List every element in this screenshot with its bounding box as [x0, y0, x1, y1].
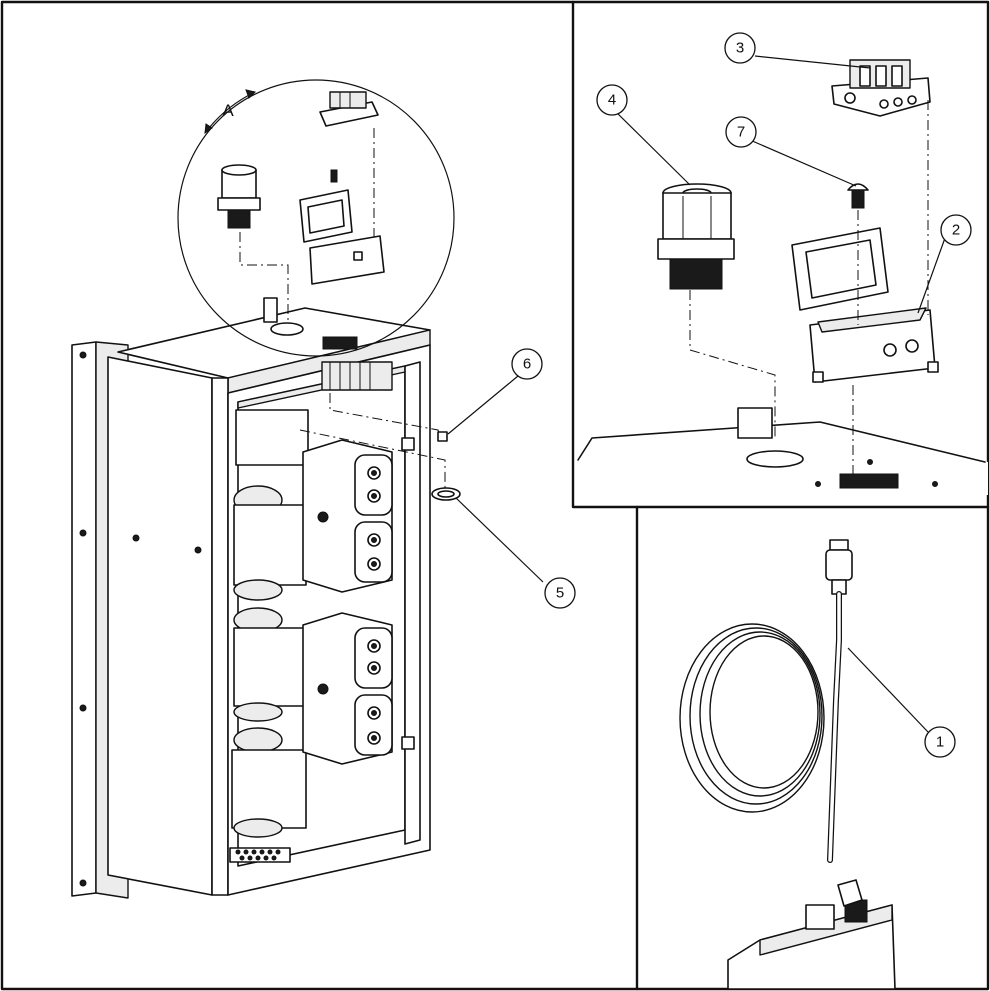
callout-4-label: 4 — [608, 92, 616, 109]
connector-hood-small — [299, 189, 385, 285]
part-5-locknut — [431, 487, 461, 501]
callout-7-label: 7 — [737, 124, 745, 141]
transformer-coils — [231, 409, 309, 838]
callout-3: 3 — [724, 32, 756, 64]
callout-5: 5 — [544, 577, 576, 609]
callout-7: 7 — [725, 116, 757, 148]
alignment-lines-main — [239, 128, 446, 490]
detail-exploded-connector — [577, 59, 988, 495]
detail-view-label: A — [222, 101, 234, 120]
callout-6: 6 — [511, 348, 543, 380]
callout-5-label: 5 — [556, 585, 564, 602]
part-6-nut — [437, 431, 448, 442]
callout-1: 1 — [924, 726, 956, 758]
callout-3-label: 3 — [736, 40, 744, 57]
callout-4: 4 — [596, 84, 628, 116]
part-4-cable-gland — [657, 183, 735, 290]
leader-lines — [447, 55, 946, 733]
detail-circle-a: A — [177, 79, 455, 357]
terminal-blocks — [302, 439, 393, 765]
detail-power-cord — [679, 539, 896, 990]
part-7-screw — [847, 183, 869, 209]
part-2-connector-hood — [791, 227, 939, 383]
cord-coils — [679, 623, 825, 813]
callout-2-label: 2 — [952, 222, 960, 239]
connector-insert-small — [319, 91, 379, 127]
vent-holes — [235, 849, 281, 861]
part-3-connector-insert — [831, 59, 931, 117]
cable-gland-small — [217, 164, 261, 229]
callout-2: 2 — [940, 214, 972, 246]
callout-6-label: 6 — [523, 356, 531, 373]
callout-1-label: 1 — [936, 734, 944, 751]
